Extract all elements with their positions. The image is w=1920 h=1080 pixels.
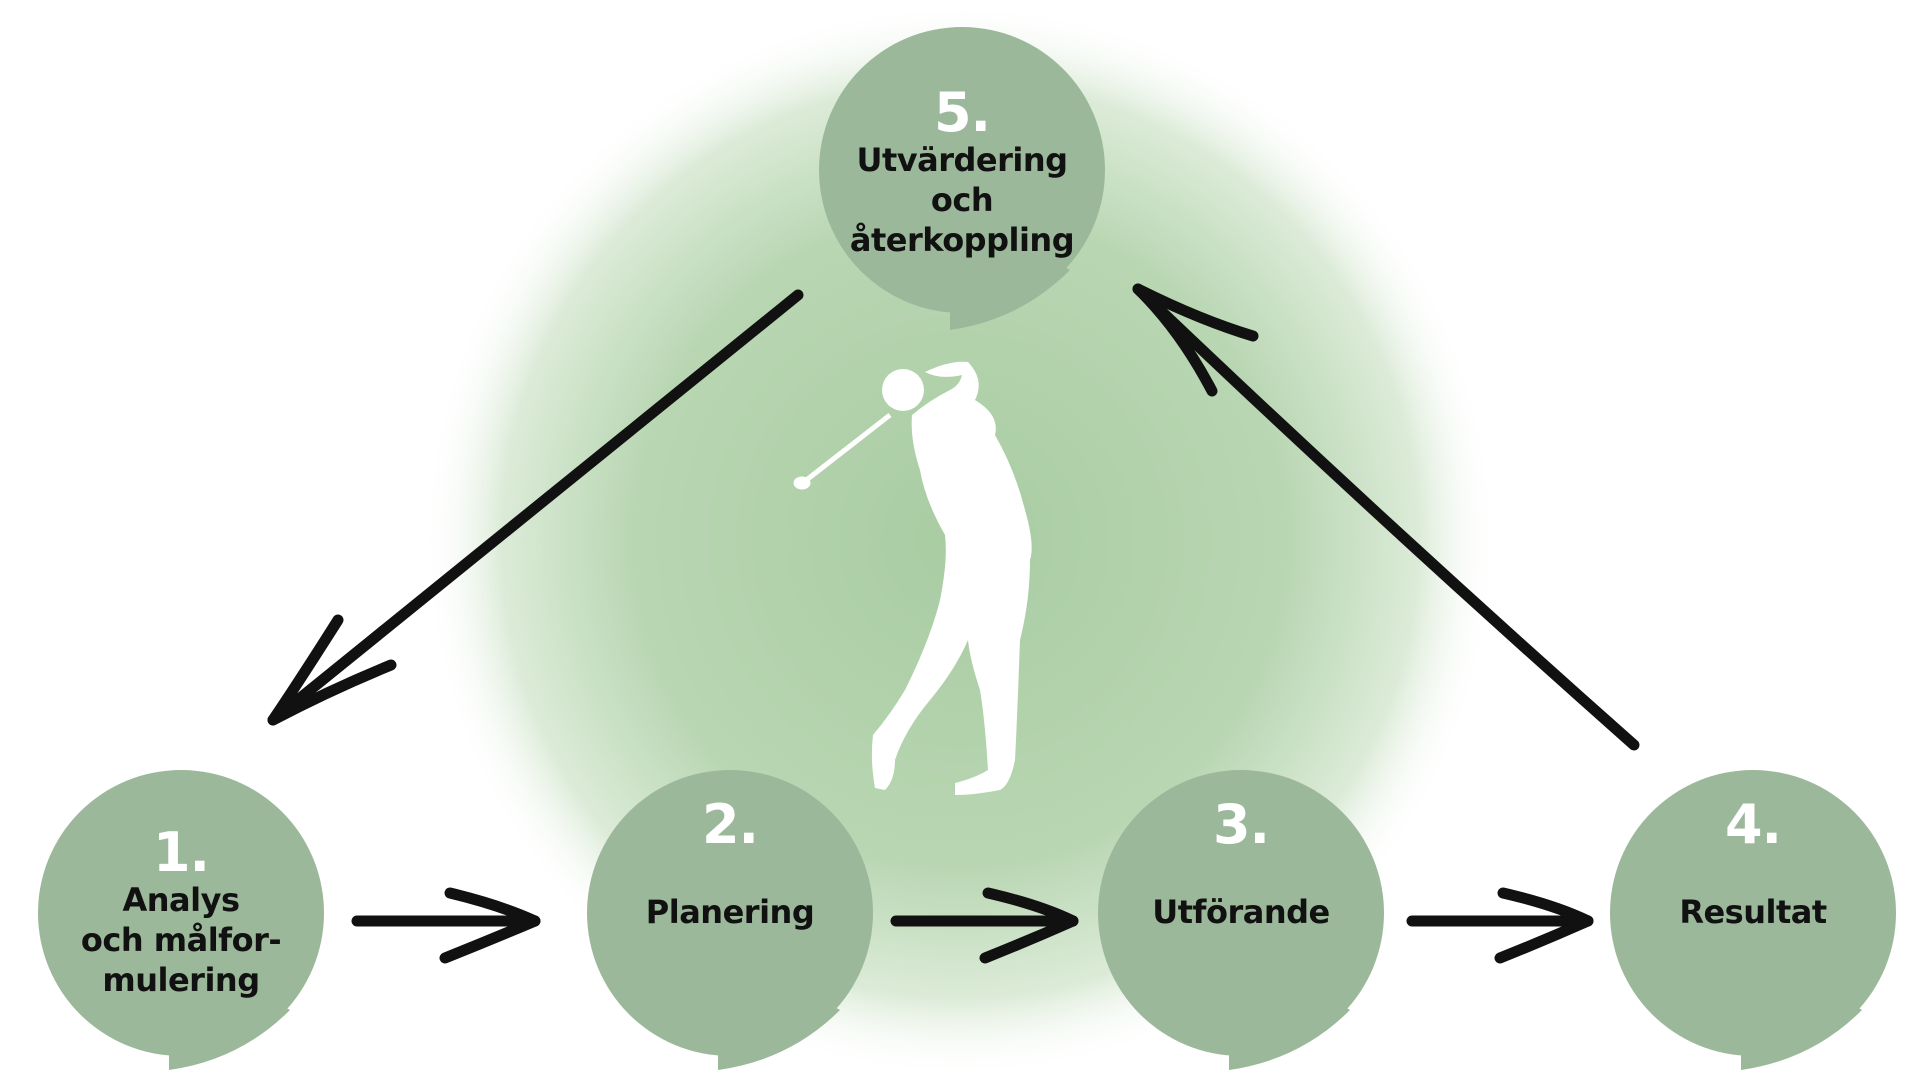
step-1-node: 1. Analys och målfor- mulering — [38, 770, 324, 1056]
step-label-line: återkoppling — [849, 221, 1075, 259]
step-2-node: 2. Planering — [587, 770, 873, 1056]
circle-step-4 — [1610, 770, 1896, 1070]
step-label-line: och — [930, 181, 994, 219]
arrow-3-to-4 — [1406, 887, 1594, 964]
step-label-line: Analys — [122, 881, 240, 919]
circle-step-2 — [587, 770, 873, 1070]
arrow-5-to-1 — [267, 289, 804, 726]
circle-step-5 — [819, 27, 1105, 330]
circle-step-3 — [1098, 770, 1384, 1070]
step-label: Resultat — [1679, 893, 1827, 931]
step-4-node: 4. Resultat — [1610, 770, 1896, 1056]
step-number: 1. — [152, 821, 210, 884]
step-number: 3. — [1212, 793, 1270, 856]
step-5-node: 5. Utvärdering och återkoppling — [819, 30, 1105, 316]
golfer-silhouette-icon — [793, 361, 1032, 795]
step-label: Utförande — [1152, 893, 1330, 931]
step-label-line: mulering — [102, 961, 260, 999]
step-3-node: 3. Utförande — [1098, 770, 1384, 1056]
step-number: 5. — [933, 81, 991, 144]
step-number: 4. — [1724, 793, 1782, 856]
arrow-4-to-5 — [1132, 283, 1640, 751]
circle-shapes — [38, 27, 1896, 1070]
step-label-line: och målfor- — [80, 921, 282, 959]
step-label: Planering — [645, 893, 815, 931]
arrow-2-to-3 — [890, 887, 1079, 964]
step-number: 2. — [701, 793, 759, 856]
arrow-1-to-2 — [351, 887, 541, 964]
step-label-line: Utvärdering — [856, 141, 1068, 179]
circle-step-1 — [38, 770, 324, 1070]
